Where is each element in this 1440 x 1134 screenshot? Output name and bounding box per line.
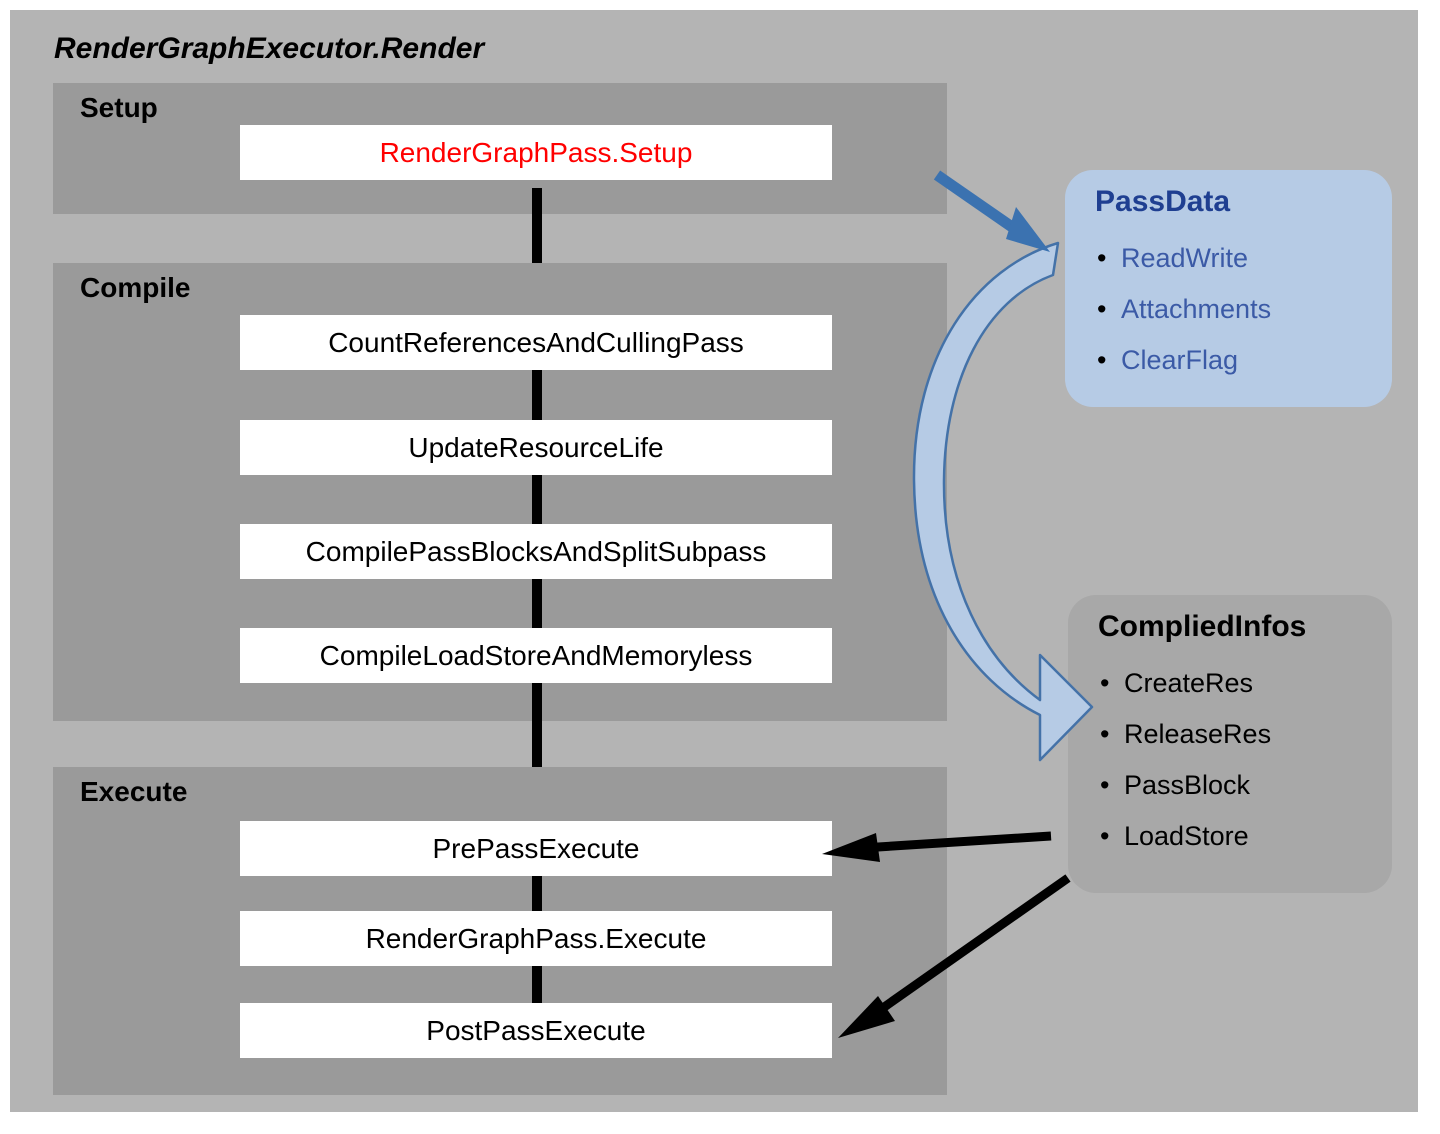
flow-connector-compile-2 <box>532 475 542 524</box>
flow-connector-execute-1 <box>532 876 542 911</box>
info-card-title-passdata: PassData <box>1095 185 1231 218</box>
step-box-compile-pass-blocks-and-split-subpass[interactable]: CompilePassBlocksAndSplitSubpass <box>240 524 832 579</box>
flow-connector-compile-1 <box>532 370 542 420</box>
flow-connector-compile-to-execute <box>532 683 542 786</box>
flow-connector-setup-to-compile <box>532 188 542 284</box>
list-item: ReadWrite <box>1093 233 1271 284</box>
list-item: PassBlock <box>1096 760 1271 811</box>
phase-label-execute: Execute <box>80 776 188 807</box>
step-box-post-pass-execute[interactable]: PostPassExecute <box>240 1003 832 1058</box>
list-item: LoadStore <box>1096 811 1271 862</box>
flow-connector-compile-3 <box>532 579 542 628</box>
info-card-list-passdata: ReadWrite Attachments ClearFlag <box>1093 233 1271 386</box>
step-box-compile-load-store-and-memoryless[interactable]: CompileLoadStoreAndMemoryless <box>240 628 832 683</box>
list-item: CreateRes <box>1096 658 1271 709</box>
step-box-update-resource-life[interactable]: UpdateResourceLife <box>240 420 832 475</box>
step-box-render-graph-pass-execute[interactable]: RenderGraphPass.Execute <box>240 911 832 966</box>
info-card-list-compliedinfos: CreateRes ReleaseRes PassBlock LoadStore <box>1096 658 1271 862</box>
list-item: Attachments <box>1093 284 1271 335</box>
info-card-title-compliedinfos: CompliedInfos <box>1098 610 1307 643</box>
info-card-passdata[interactable]: PassData ReadWrite Attachments ClearFlag <box>1065 170 1392 407</box>
step-box-count-references-and-culling-pass[interactable]: CountReferencesAndCullingPass <box>240 315 832 370</box>
list-item: ReleaseRes <box>1096 709 1271 760</box>
phase-label-compile: Compile <box>80 272 191 303</box>
list-item: ClearFlag <box>1093 335 1271 386</box>
info-card-compliedinfos[interactable]: CompliedInfos CreateRes ReleaseRes PassB… <box>1068 595 1392 893</box>
step-box-pre-pass-execute[interactable]: PrePassExecute <box>240 821 832 876</box>
step-box-render-graph-pass-setup[interactable]: RenderGraphPass.Setup <box>240 125 832 180</box>
page-title: RenderGraphExecutor.Render <box>54 32 485 65</box>
phase-label-setup: Setup <box>80 92 158 123</box>
flow-connector-execute-2 <box>532 966 542 1003</box>
